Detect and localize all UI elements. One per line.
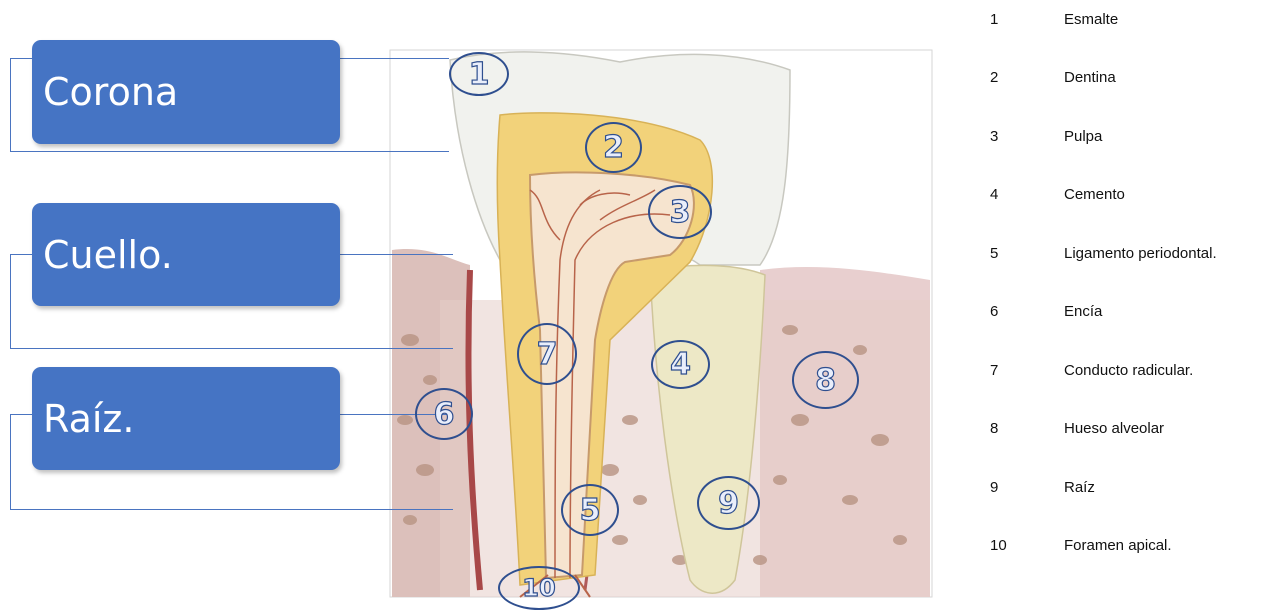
marker-1: 1 bbox=[449, 52, 509, 96]
marker-10: 10 bbox=[498, 566, 580, 610]
legend-number: 9 bbox=[990, 479, 998, 496]
legend-number: 2 bbox=[990, 69, 998, 86]
legend-number: 5 bbox=[990, 245, 998, 262]
legend-label: Conducto radicular. bbox=[1064, 362, 1193, 379]
legend-label: Ligamento periodontal. bbox=[1064, 245, 1217, 262]
marker-5: 5 bbox=[561, 484, 619, 536]
marker-3: 3 bbox=[648, 185, 712, 239]
legend-label: Esmalte bbox=[1064, 11, 1118, 28]
legend-label: Dentina bbox=[1064, 69, 1116, 86]
crown-label: Corona bbox=[32, 40, 340, 144]
marker-8: 8 bbox=[792, 351, 859, 409]
legend-number: 1 bbox=[990, 11, 998, 28]
legend-number: 4 bbox=[990, 186, 998, 203]
legend-label: Raíz bbox=[1064, 479, 1095, 496]
marker-7: 7 bbox=[517, 323, 577, 385]
legend-label: Cemento bbox=[1064, 186, 1125, 203]
root-label: Raíz. bbox=[32, 367, 340, 470]
legend-number: 8 bbox=[990, 420, 998, 437]
legend-label: Hueso alveolar bbox=[1064, 420, 1164, 437]
legend-number: 6 bbox=[990, 303, 998, 320]
marker-6: 6 bbox=[415, 388, 473, 440]
marker-4: 4 bbox=[651, 340, 710, 389]
legend-number: 10 bbox=[990, 537, 1007, 554]
legend-number: 7 bbox=[990, 362, 998, 379]
legend-label: Pulpa bbox=[1064, 128, 1102, 145]
marker-9: 9 bbox=[697, 476, 760, 530]
neck-label: Cuello. bbox=[32, 203, 340, 306]
legend-label: Encía bbox=[1064, 303, 1102, 320]
legend-label: Foramen apical. bbox=[1064, 537, 1172, 554]
marker-2: 2 bbox=[585, 122, 642, 173]
legend-number: 3 bbox=[990, 128, 998, 145]
